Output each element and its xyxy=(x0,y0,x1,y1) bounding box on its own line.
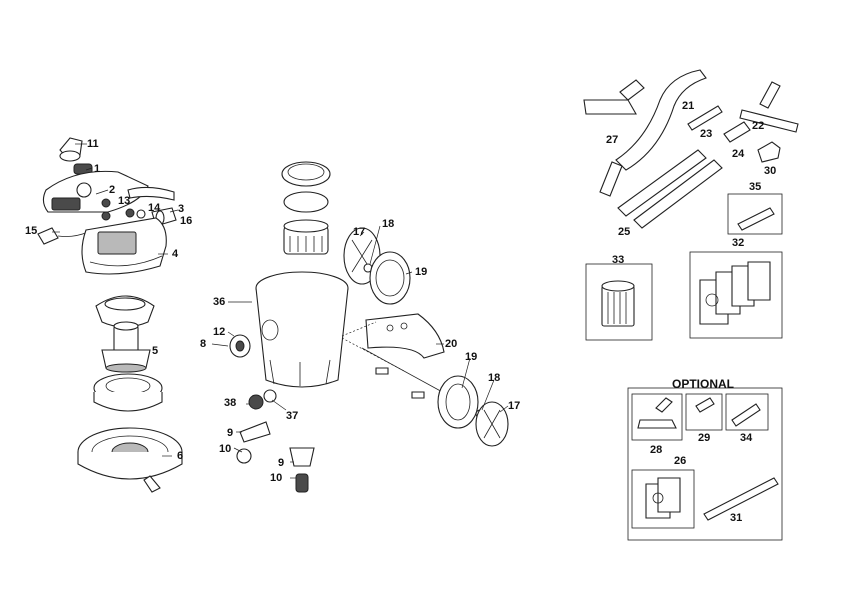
caster-bracket-part xyxy=(236,421,271,464)
callout-17-upper: 17 xyxy=(353,226,366,238)
motor-base-plate-part xyxy=(93,373,163,412)
upholstery-tool-part xyxy=(723,121,751,143)
wide-nozzle-part xyxy=(739,81,799,133)
callout-28: 28 xyxy=(650,444,663,456)
callout-25: 25 xyxy=(618,226,631,238)
extension-tubes-part xyxy=(617,149,723,229)
filter-cage-ring-part xyxy=(95,295,155,328)
bung-part xyxy=(248,389,277,410)
callout-10-left: 10 xyxy=(219,443,232,455)
callout-21: 21 xyxy=(682,100,695,112)
callout-32: 32 xyxy=(732,237,745,249)
optional-bags-part xyxy=(645,477,681,519)
callout-29: 29 xyxy=(698,432,711,444)
reducer-box xyxy=(727,193,783,235)
carry-handle-part xyxy=(127,186,175,201)
optional-small-brush-box xyxy=(685,393,723,431)
callout-19-upper: 19 xyxy=(415,266,428,278)
optional-nozzle-part xyxy=(637,397,677,429)
callout-24: 24 xyxy=(732,148,745,160)
optional-crevice-box xyxy=(725,393,769,431)
callout-6: 6 xyxy=(177,450,184,462)
filter-ring-lower-part xyxy=(283,191,329,213)
callout-2: 2 xyxy=(109,184,116,196)
callout-4: 4 xyxy=(172,248,179,260)
callout-8: 8 xyxy=(200,338,207,350)
optional-bags-box xyxy=(631,469,695,529)
callout-9-left: 9 xyxy=(227,427,234,439)
callout-35: 35 xyxy=(749,181,762,193)
callout-13: 13 xyxy=(118,195,131,207)
rear-wheel-upper-part xyxy=(369,251,411,305)
accessory-wheel-hub-left xyxy=(229,334,251,358)
small-knob-parts xyxy=(101,198,146,221)
motor-head-housing xyxy=(81,217,167,275)
motor-head-top-cover xyxy=(42,170,149,213)
callout-18-upper: 18 xyxy=(382,218,395,230)
callout-18-lower: 18 xyxy=(488,372,501,384)
dust-bags-box xyxy=(689,251,783,339)
floor-nozzle-part xyxy=(583,79,645,115)
optional-small-brush-part xyxy=(695,397,715,413)
optional-extension-tube-part xyxy=(703,477,779,521)
callout-15: 15 xyxy=(25,225,38,237)
callout-38: 38 xyxy=(224,397,237,409)
power-plug-part xyxy=(37,227,89,245)
callout-31: 31 xyxy=(730,512,743,524)
adapter-part xyxy=(757,141,781,163)
rear-wheel-lower-part xyxy=(437,375,479,429)
cartridge-filter-part xyxy=(283,219,329,255)
callout-16: 16 xyxy=(180,215,193,227)
reducer-tool-part xyxy=(737,207,775,231)
callout-22: 22 xyxy=(752,120,765,132)
callout-37: 37 xyxy=(286,410,299,422)
filter-cartridge-box xyxy=(585,263,653,341)
drum-part xyxy=(255,271,349,388)
crevice-tool-part xyxy=(687,105,723,131)
callout-10-right: 10 xyxy=(270,472,283,484)
axle-part xyxy=(361,347,447,399)
callout-1: 1 xyxy=(94,163,101,175)
callout-12: 12 xyxy=(213,326,226,338)
callout-20: 20 xyxy=(445,338,458,350)
callout-36: 36 xyxy=(213,296,226,308)
wheel-cap-lower-part xyxy=(475,401,509,447)
callout-11: 11 xyxy=(87,138,99,150)
callout-17-lower: 17 xyxy=(508,400,521,412)
cord-cap-part xyxy=(59,137,83,162)
callout-19-lower: 19 xyxy=(465,351,478,363)
filter-ring-upper-part xyxy=(281,161,331,187)
callout-34: 34 xyxy=(740,432,753,444)
optional-heading: OPTIONAL xyxy=(672,377,734,391)
callout-33: 33 xyxy=(612,254,625,266)
callout-9-right: 9 xyxy=(278,457,285,469)
motor-part xyxy=(101,321,151,373)
callout-23: 23 xyxy=(700,128,713,140)
dust-bags-part xyxy=(699,261,771,325)
callout-30: 30 xyxy=(764,165,777,177)
callout-3: 3 xyxy=(178,203,185,215)
leader-lines xyxy=(52,143,509,479)
optional-nozzle-box xyxy=(631,393,683,441)
optional-crevice-part xyxy=(731,403,761,427)
caster-bracket-lower-part xyxy=(289,447,315,493)
callout-26: 26 xyxy=(674,455,687,467)
bottom-cover-part xyxy=(77,427,183,493)
axle-bracket-part xyxy=(365,313,445,359)
callout-14: 14 xyxy=(148,202,161,214)
callout-27: 27 xyxy=(606,134,619,146)
callout-5: 5 xyxy=(152,345,159,357)
hose-part xyxy=(599,69,707,197)
optional-group-box xyxy=(627,387,783,541)
filter-cartridge-part xyxy=(601,280,635,327)
